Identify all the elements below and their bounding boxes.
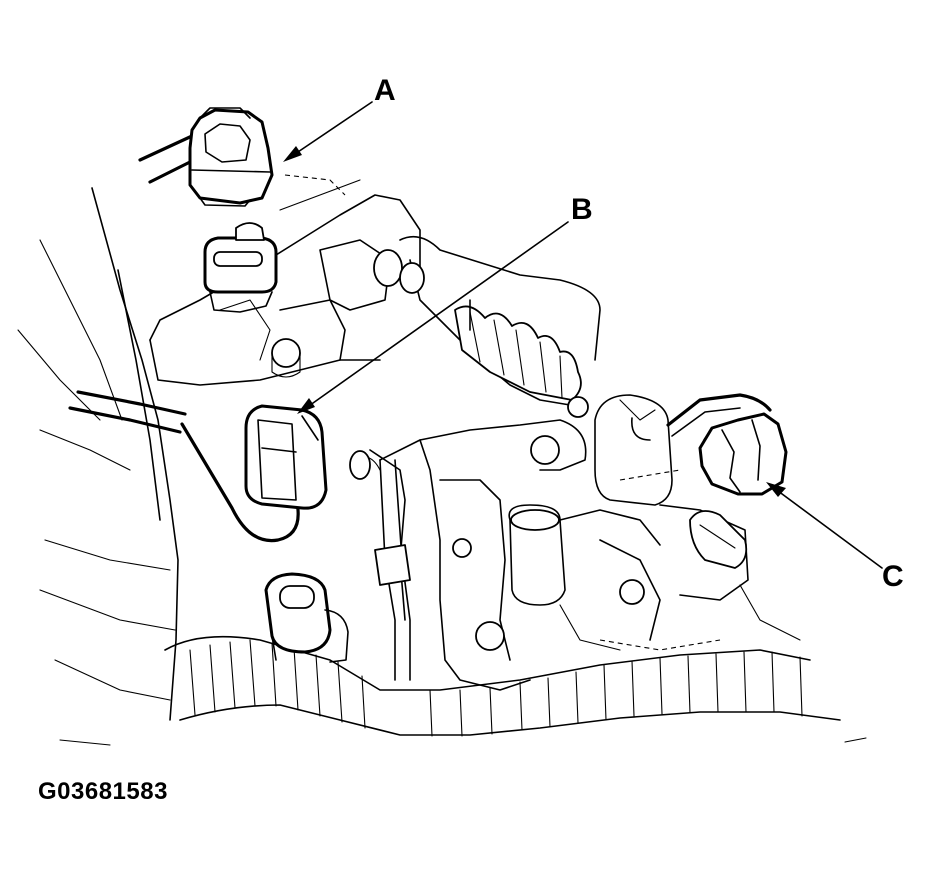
figure-id: G03681583 <box>38 778 168 805</box>
bellows-boot <box>454 305 582 401</box>
connector-lower <box>264 572 349 663</box>
connector-c <box>666 393 788 496</box>
wire-harness <box>164 635 867 743</box>
callout-a-label: A <box>374 74 396 107</box>
callout-b-arrow <box>297 221 569 414</box>
connector-b <box>68 390 328 543</box>
connector-a-socket <box>203 222 278 313</box>
engine-structure <box>17 174 867 746</box>
callout-b-label: B <box>571 193 593 226</box>
connector-a <box>138 107 274 207</box>
callout-a-arrow <box>283 101 373 162</box>
callout-c-arrow <box>766 482 883 569</box>
callout-c-label: C <box>882 560 904 593</box>
